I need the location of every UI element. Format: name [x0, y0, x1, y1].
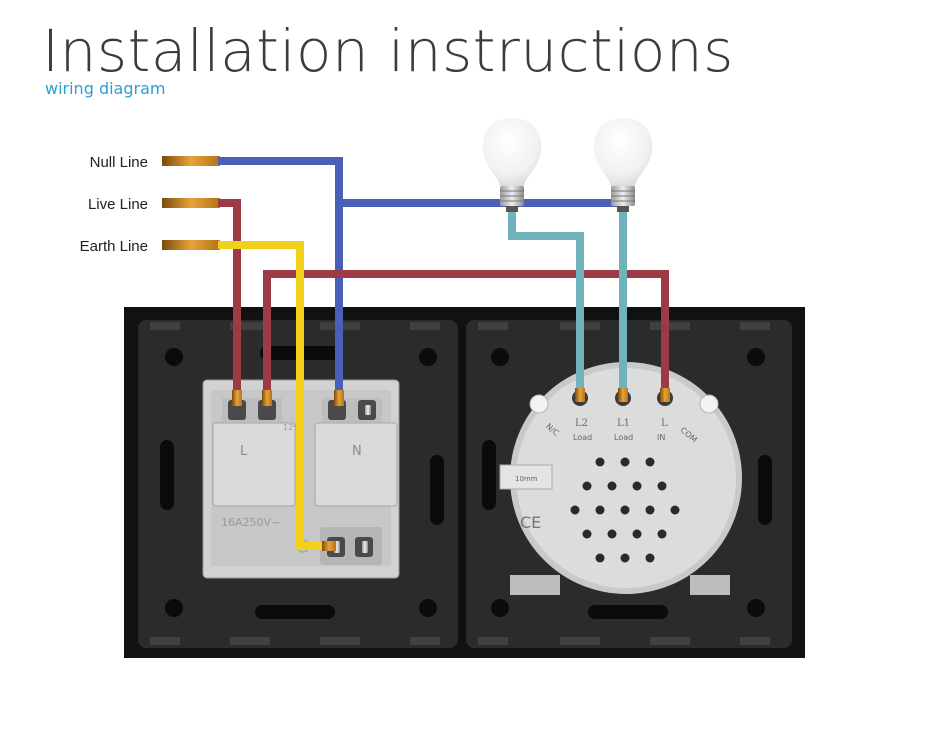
earth-line-label: Earth Line: [80, 238, 148, 255]
live-wire: [218, 199, 241, 392]
right-plate-holes: [482, 348, 772, 619]
light-bulb-icon: [593, 118, 653, 212]
socket-n-label: N: [352, 444, 362, 459]
null-line-label: Null Line: [90, 154, 148, 171]
socket-rating-label: 16A250V~: [221, 516, 280, 529]
switch-load2-label: Load: [573, 433, 592, 442]
page-title: Installation instructions: [42, 17, 734, 85]
switch-l1-label: L1: [617, 418, 630, 429]
live-wire-switch: [263, 270, 669, 392]
switch-l-label: L: [661, 418, 668, 429]
switch-dim-label: 10mm: [515, 475, 538, 483]
socket-l-label: L: [240, 444, 248, 459]
light-bulb-icon: [482, 118, 542, 212]
ce-mark-icon: CE: [520, 513, 541, 532]
switch-module: L2 L1 L Load Load IN N/C COM 10mm CE: [499, 362, 742, 595]
switch-l2-label: L2: [575, 418, 588, 429]
page-subtitle: wiring diagram: [45, 79, 166, 98]
terminal-copper-ends: [232, 388, 670, 551]
switch-load1-label: Load: [614, 433, 633, 442]
switch-in-label: IN: [657, 433, 665, 442]
live-line-label: Live Line: [88, 196, 148, 213]
earth-wire: [218, 241, 330, 550]
null-wire: [218, 157, 343, 392]
switch-vent-dots: [570, 457, 680, 563]
load-wire-l2: [508, 212, 584, 392]
supply-wire-ends: [162, 156, 220, 250]
socket-mark-label: 12*9: [283, 423, 302, 432]
